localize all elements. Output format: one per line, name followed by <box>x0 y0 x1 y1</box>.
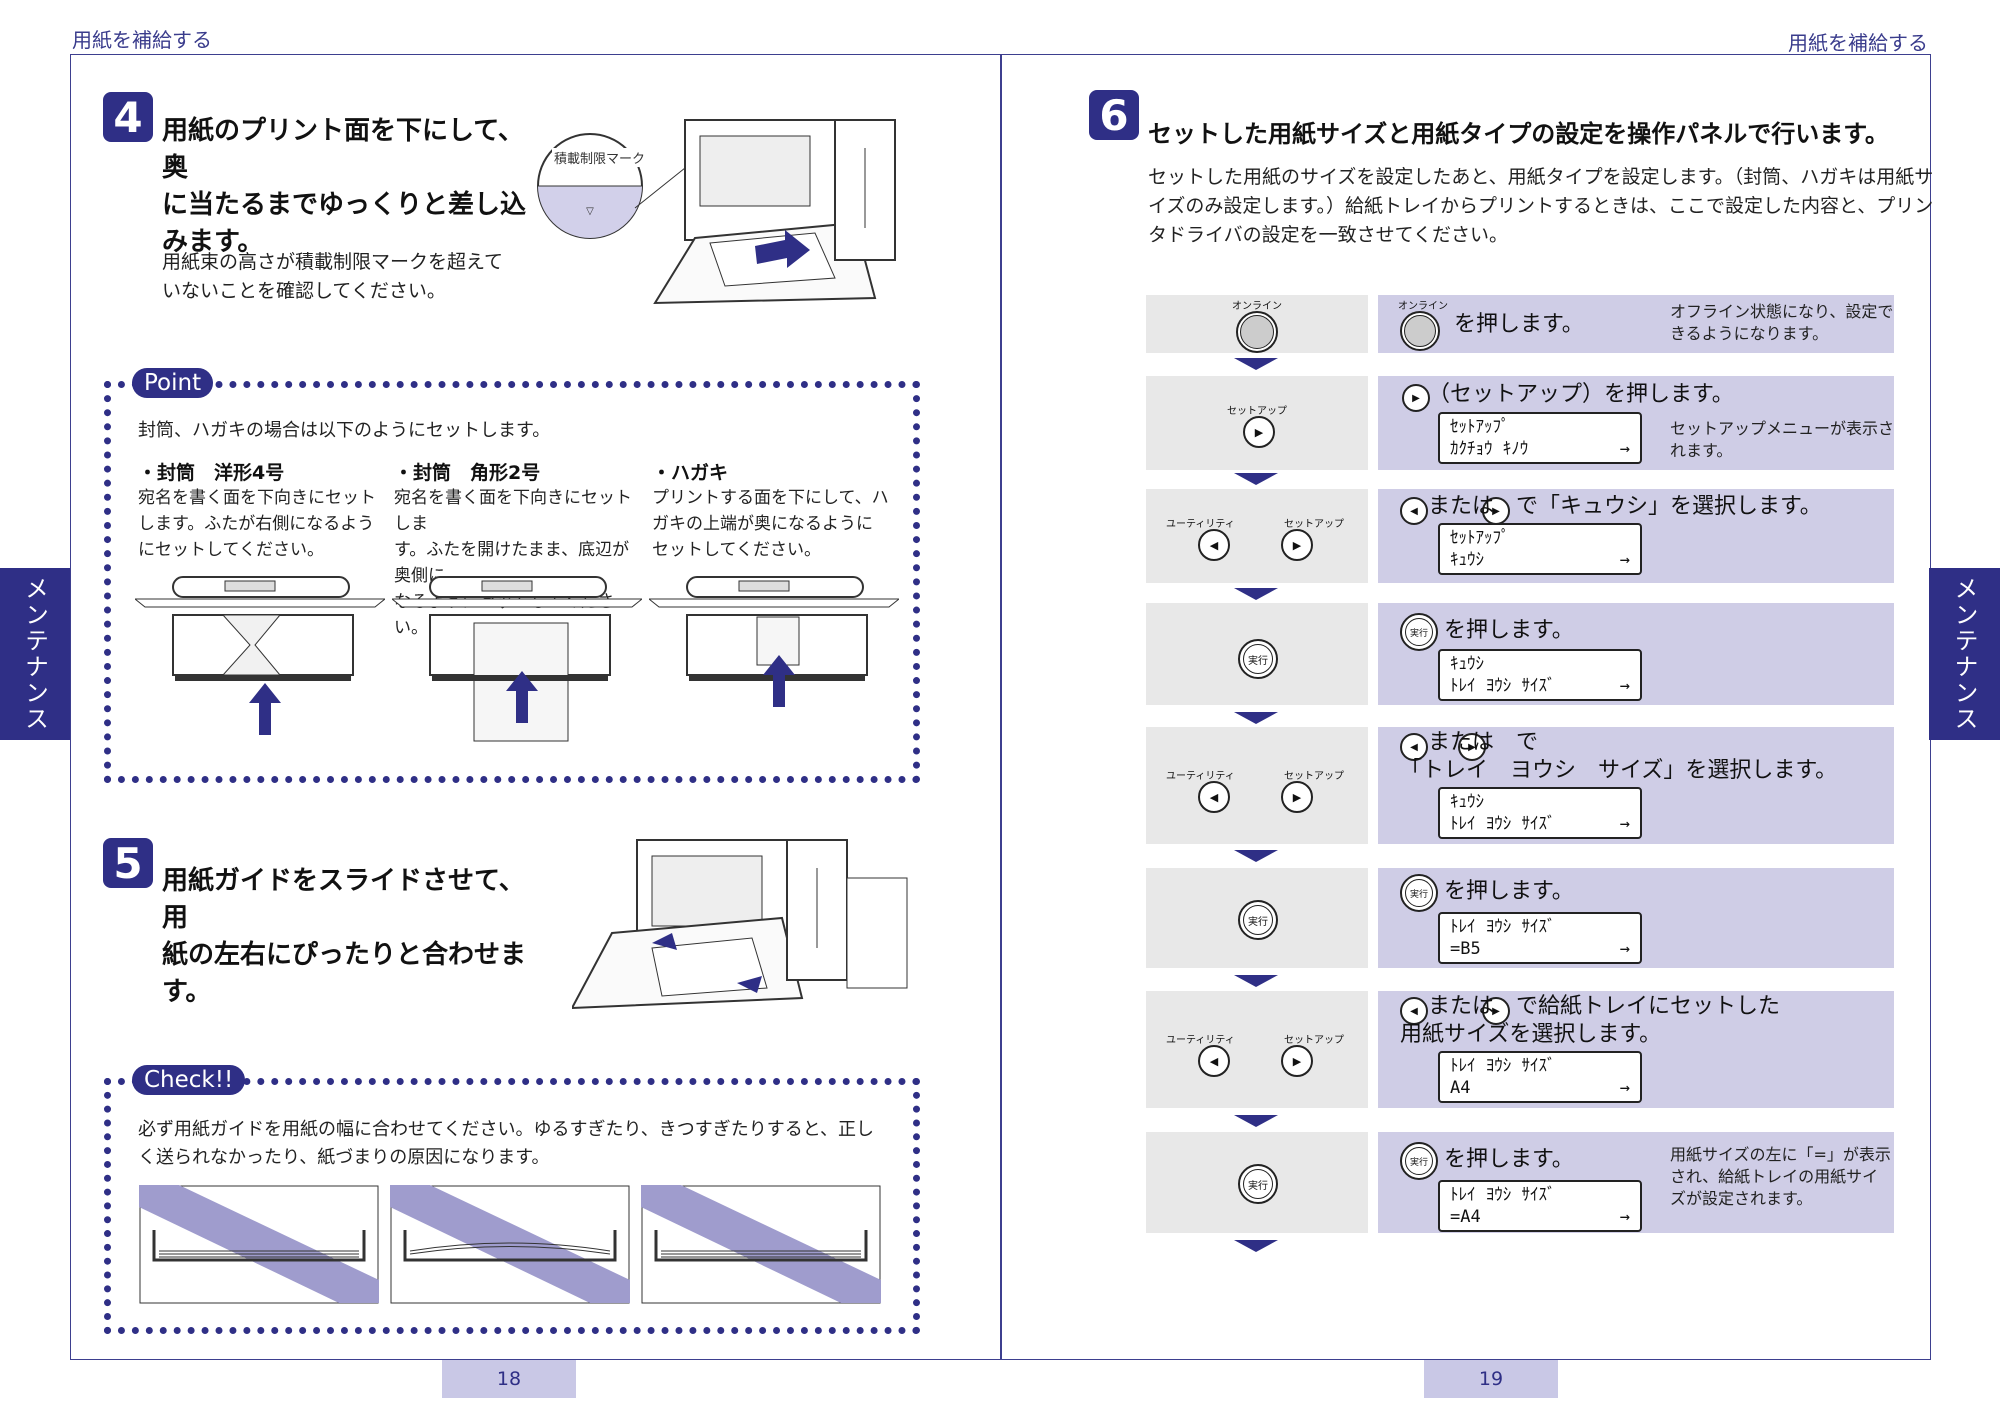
exec-button[interactable]: 実行 <box>1238 900 1278 940</box>
step-4-title: 用紙のプリント面を下にして、奥に当たるまでゆっくりと差し込みます。 <box>162 116 527 257</box>
svg-text:▽: ▽ <box>586 206 594 217</box>
step-arrow-3 <box>1234 588 1278 600</box>
utility-button[interactable]: ◀ <box>1198 781 1230 813</box>
row-8-left: 実行 <box>1146 1132 1368 1233</box>
step-arrow-7 <box>1234 1115 1278 1127</box>
row-6-right: 実行 を押します。 ﾄﾚｲ ﾖｳｼ ｻｲｽﾞ =B5→ <box>1378 868 1894 968</box>
side-tab-right: メンテナンス <box>1929 568 2000 740</box>
left-arrow-icon: ◀ <box>1400 997 1428 1025</box>
side-tab-left: メンテナンス <box>0 568 70 740</box>
right-arrow-icon: ▶ <box>1458 733 1486 761</box>
lcd-display-3: ｾｯﾄｱｯﾌﾟ ｷｭｳｼ→ <box>1438 523 1642 575</box>
online-button[interactable] <box>1236 311 1278 353</box>
exec-icon: 実行 <box>1400 1142 1438 1180</box>
left-arrow-icon: ◀ <box>1400 497 1428 525</box>
step-5-printer-illustration <box>572 839 908 1010</box>
online-icon <box>1400 311 1440 351</box>
exec-icon: 実行 <box>1400 613 1438 651</box>
row-1-left: オンライン <box>1146 295 1368 353</box>
step-arrow-2 <box>1234 473 1278 485</box>
point-col-3: ・ハガキ プリントする面を下にして、ハ ガキの上端が奥になるように セットしてく… <box>652 462 889 560</box>
lcd-display-7: ﾄﾚｲ ﾖｳｼ ｻｲｽﾞ A4→ <box>1438 1051 1642 1103</box>
setup-button[interactable]: ▶ <box>1281 1045 1313 1077</box>
check-text: 必ず用紙ガイドを用紙の幅に合わせてください。ゆるすぎたり、きつすぎたりすると、正… <box>138 1119 875 1168</box>
step-arrow-1 <box>1234 358 1278 370</box>
setup-button[interactable]: ▶ <box>1281 529 1313 561</box>
envelope-kaku2-illustration <box>392 576 642 742</box>
guide-example-3 <box>641 1185 881 1304</box>
check-tag: Check!! <box>132 1065 246 1095</box>
row-4-right: 実行 を押します。 ｷｭｳｼ ﾄﾚｲ ﾖｳｼ ｻｲｽﾞ→ <box>1378 603 1894 705</box>
setup-icon: ▶ <box>1402 384 1430 412</box>
step-arrow-5 <box>1234 850 1278 862</box>
envelope-you4-illustration <box>135 576 385 735</box>
row-6-left: 実行 <box>1146 868 1368 968</box>
guide-example-2 <box>390 1185 630 1304</box>
row-7-right: ◀ ▶ または で給紙トレイにセットした 用紙サイズを選択します。 ﾄﾚｲ ﾖｳ… <box>1378 991 1894 1108</box>
exec-button[interactable]: 実行 <box>1238 1164 1278 1204</box>
step-4-number: 4 <box>103 92 153 142</box>
row-3-left: ユーティリティ セットアップ ◀ ▶ <box>1146 489 1368 583</box>
utility-button[interactable]: ◀ <box>1198 1045 1230 1077</box>
step-6-title: セットした用紙サイズと用紙タイプの設定を操作パネルで行います。 <box>1148 120 1889 148</box>
row-8-right: 実行 を押します。 ﾄﾚｲ ﾖｳｼ ｻｲｽﾞ =A4→ 用紙サイズの左に「=」が… <box>1378 1132 1894 1233</box>
setup-button[interactable]: ▶ <box>1243 416 1275 448</box>
step-arrow-8 <box>1234 1240 1278 1252</box>
point-col-1: ・封筒 洋形4号 宛名を書く面を下向きにセット します。ふたが右側になるよう に… <box>138 462 376 560</box>
point-intro: 封筒、ハガキの場合は以下のようにセットします。 <box>138 420 551 441</box>
exec-button[interactable]: 実行 <box>1238 639 1278 679</box>
step-5-number: 5 <box>103 838 153 888</box>
page-number-right: 19 <box>1424 1360 1558 1398</box>
lcd-display-5: ｷｭｳｼ ﾄﾚｲ ﾖｳｼ ｻｲｽﾞ→ <box>1438 787 1642 839</box>
row-2-left: セットアップ ▶ <box>1146 376 1368 470</box>
setup-button[interactable]: ▶ <box>1281 781 1313 813</box>
row-2-right: ▶ （セットアップ）を押します。 ｾｯﾄｱｯﾌﾟ ｶｸﾁｮｳ ｷﾉｳ→ セットア… <box>1378 376 1894 470</box>
step-5-title: 用紙ガイドをスライドさせて、用紙の左右にぴったりと合わせます。 <box>162 866 527 1007</box>
point-box <box>104 381 920 783</box>
lcd-display-6: ﾄﾚｲ ﾖｳｼ ｻｲｽﾞ =B5→ <box>1438 912 1642 964</box>
step-6-body: セットした用紙のサイズを設定したあと、用紙タイプを設定します。（封筒、ハガキは用… <box>1148 166 1934 246</box>
step-6-number: 6 <box>1089 90 1139 140</box>
row-5-left: ユーティリティ セットアップ ◀ ▶ <box>1146 727 1368 844</box>
step-4-printer-illustration: ▽ <box>537 119 896 305</box>
check-box <box>104 1078 920 1334</box>
step-arrow-6 <box>1234 975 1278 987</box>
row-3-right: ◀ ▶ または で「キュウシ」を選択します。 ｾｯﾄｱｯﾌﾟ ｷｭｳｼ→ <box>1378 489 1894 583</box>
left-page-frame <box>70 54 1002 1360</box>
step-arrow-4 <box>1234 712 1278 724</box>
lcd-display-8: ﾄﾚｲ ﾖｳｼ ｻｲｽﾞ =A4→ <box>1438 1180 1642 1232</box>
postcard-illustration <box>649 576 899 707</box>
left-arrow-icon: ◀ <box>1400 733 1428 761</box>
right-arrow-icon: ▶ <box>1482 997 1510 1025</box>
header-left-title: 用紙を補給する <box>72 28 212 52</box>
row-5-right: ◀ ▶ または で 「トレイ ヨウシ サイズ」を選択します。 ｷｭｳｼ ﾄﾚｲ … <box>1378 727 1894 844</box>
lcd-display-4: ｷｭｳｼ ﾄﾚｲ ﾖｳｼ ｻｲｽﾞ→ <box>1438 649 1642 701</box>
guide-example-1 <box>139 1185 379 1304</box>
page-number-left: 18 <box>442 1360 576 1398</box>
callout-label: 積載制限マーク <box>552 148 648 167</box>
row-7-left: ユーティリティ セットアップ ◀ ▶ <box>1146 991 1368 1108</box>
point-tag: Point <box>132 368 214 398</box>
exec-icon: 実行 <box>1400 874 1438 912</box>
row-4-left: 実行 <box>1146 603 1368 705</box>
utility-button[interactable]: ◀ <box>1198 529 1230 561</box>
row-1-right: オンライン を押します。 オフライン状態になり、設定できるようになります。 <box>1378 295 1894 353</box>
header-right-title: 用紙を補給する <box>1788 31 1928 55</box>
step-4-body: 用紙束の高さが積載制限マークを超えていないことを確認してください。 <box>162 251 504 302</box>
lcd-display-2: ｾｯﾄｱｯﾌﾟ ｶｸﾁｮｳ ｷﾉｳ→ <box>1438 412 1642 464</box>
